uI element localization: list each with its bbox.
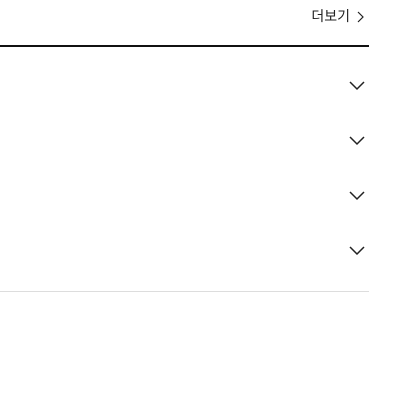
chevron-down-icon[interactable] xyxy=(348,189,366,201)
more-link-label: 더보기 xyxy=(311,9,350,25)
accordion-item-4[interactable] xyxy=(0,212,369,267)
chevron-down-icon[interactable] xyxy=(348,134,366,146)
chevron-right-icon xyxy=(356,11,366,23)
chevron-down-icon[interactable] xyxy=(348,79,366,91)
chevron-down-icon[interactable] xyxy=(348,244,366,256)
accordion-item-3[interactable] xyxy=(0,157,369,212)
accordion-list xyxy=(0,47,369,267)
accordion-item-2[interactable] xyxy=(0,102,369,157)
more-link[interactable]: 더보기 xyxy=(311,7,366,27)
section-header: 더보기 xyxy=(0,0,369,47)
section-divider xyxy=(0,291,369,292)
accordion-item-1[interactable] xyxy=(0,47,369,102)
